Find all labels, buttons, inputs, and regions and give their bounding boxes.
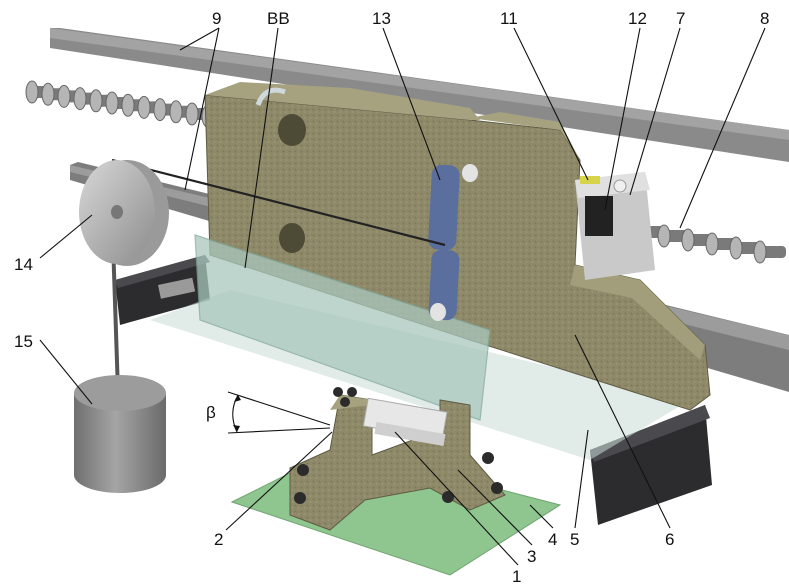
callout-5: 5 [570,530,579,549]
callout-bb: BB [267,9,290,28]
chain-roller [89,89,103,113]
right-carriage-bracket [590,405,712,525]
chain-roller [137,95,151,119]
pulley-wheel-icon [79,160,169,266]
callout-9: 9 [212,9,221,28]
callout-13: 13 [372,9,391,28]
callout-beta: β [206,403,216,422]
callout-1: 1 [512,567,521,586]
cylinder-weight-icon [74,375,166,493]
string [111,158,446,247]
callout-4: 4 [548,530,557,549]
left-carriage-bracket [115,255,210,325]
blue-link [428,164,478,321]
chain-roller [657,224,671,248]
sensor-chip [585,196,613,236]
callout-12: 12 [628,9,647,28]
angle-marker [227,391,331,434]
chain-roller [105,91,119,115]
callout-3: 3 [527,547,536,566]
chain-roller [121,93,135,117]
chain-roller [25,80,39,104]
chain-roller [57,84,71,108]
callout-2: 2 [214,530,223,549]
specimen-holder [289,387,506,531]
chain-roller [73,87,87,111]
callout-15: 15 [14,332,33,351]
callout-7: 7 [676,9,685,28]
callout-8: 8 [760,9,769,28]
callout-6: 6 [665,530,674,549]
chain-roller [169,100,183,124]
callout-labels: 9 BB 13 11 12 7 8 14 15 β 2 1 3 4 5 6 [14,9,769,586]
callout-14: 14 [14,255,33,274]
chain-roller [185,102,199,126]
roller-chain-icon [25,80,786,264]
chain-roller [41,82,55,106]
callout-11: 11 [500,9,518,28]
chain-roller [153,98,167,122]
leader-lines [39,27,766,566]
upper-rail [50,28,789,162]
chain-roller [681,228,695,252]
chain-roller [729,236,743,260]
chain-roller [753,240,767,264]
chain-roller [705,232,719,256]
sensor-block [575,172,655,280]
glass-plate-bb [194,234,491,421]
